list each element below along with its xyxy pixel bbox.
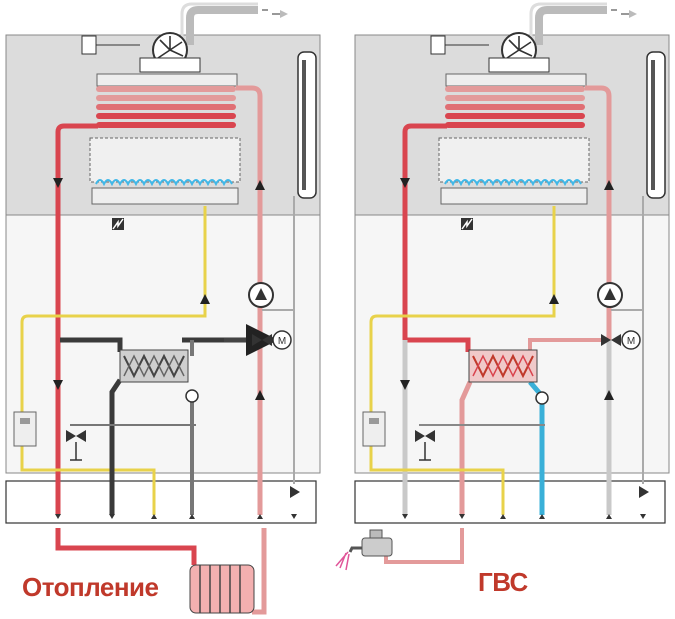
heating-flow-pipe — [55, 123, 98, 515]
panel-heating: M — [5, 2, 321, 615]
pump-icon — [597, 282, 623, 308]
plate-heat-exchanger-icon — [468, 349, 538, 383]
dhw-mode-caption: ГВС — [478, 567, 528, 597]
ignition-icon — [461, 218, 473, 230]
ignition-icon — [112, 218, 124, 230]
plate-heat-exchanger-icon — [119, 349, 189, 383]
three-way-valve-motor-icon: M — [252, 330, 292, 350]
flue-icon — [529, 2, 637, 45]
pressure-switch-icon — [430, 35, 489, 55]
hot-water-out-pipe — [459, 380, 473, 515]
gas-valve-icon — [362, 411, 386, 447]
connection-block — [354, 480, 666, 524]
flue-icon — [180, 2, 288, 45]
boiler-casing-bottom — [5, 214, 321, 474]
pump-icon — [248, 282, 274, 308]
three-way-valve-motor-icon: M — [601, 330, 641, 350]
fan-icon — [488, 32, 550, 73]
radiator-flow-pipe — [55, 528, 197, 565]
gas-pipe — [20, 206, 207, 515]
burner-icon — [438, 137, 590, 205]
tap-supply-pipe — [384, 528, 464, 564]
primary-flow-to-exchanger — [405, 337, 471, 352]
flow-direction-arrows — [53, 178, 265, 400]
exchanger-return — [528, 338, 609, 352]
return-valve-icon — [290, 486, 300, 498]
expansion-tank-icon — [611, 51, 666, 484]
port-markers — [55, 514, 297, 519]
gas-valve-icon — [13, 411, 37, 447]
flow-sensor-icon — [535, 391, 549, 405]
connection-block — [5, 480, 317, 524]
heating-mode-caption: Отопление — [22, 572, 159, 602]
svg-text:M: M — [627, 336, 635, 347]
fan-icon — [139, 32, 201, 73]
safety-valve-icon — [415, 430, 435, 461]
expansion-tank-icon — [262, 51, 317, 484]
radiator-return-pipe — [252, 528, 267, 615]
port-markers — [402, 514, 646, 519]
primary-heat-exchanger — [445, 73, 587, 128]
tap-icon — [335, 529, 393, 571]
primary-heat-exchanger — [96, 73, 238, 128]
pressure-switch-icon — [81, 35, 140, 55]
flow-sensor-icon — [185, 389, 199, 403]
boiler-casing-bottom — [354, 214, 670, 474]
primary-return-pipe — [585, 85, 612, 340]
panel-dhw: M — [335, 2, 670, 571]
primary-flow-pipe — [402, 123, 447, 340]
radiator-icon — [189, 564, 255, 614]
gas-pipe — [369, 206, 556, 515]
idle-heating-pipes — [402, 340, 612, 515]
safety-valve-icon — [66, 430, 86, 461]
svg-text:M: M — [278, 336, 286, 347]
flow-direction-arrows — [400, 178, 614, 400]
heating-return-pipe — [236, 85, 263, 515]
burner-icon — [89, 137, 241, 205]
return-valve-icon — [639, 486, 649, 498]
